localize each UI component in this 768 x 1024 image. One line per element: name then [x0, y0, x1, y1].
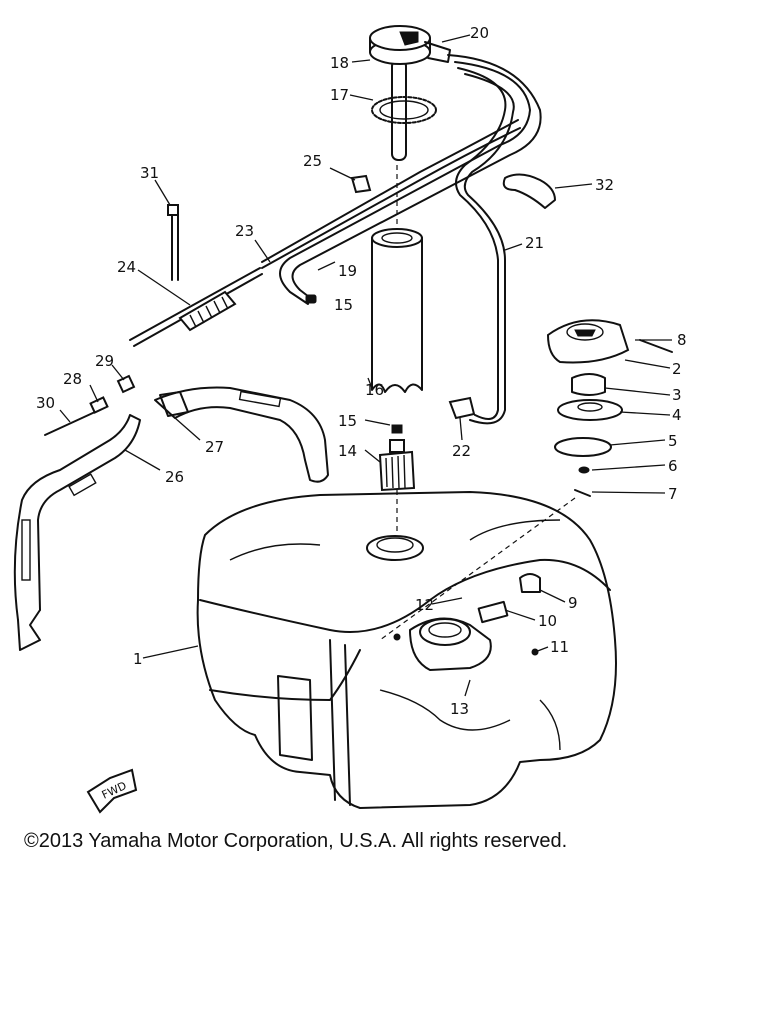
- callout-31: 31: [140, 164, 159, 182]
- callout-6: 6: [668, 457, 678, 475]
- fuel-filter: [378, 424, 416, 492]
- fuel-tank: [196, 491, 617, 809]
- collar-29: [116, 374, 136, 394]
- hose-clamp-upper: [305, 294, 317, 304]
- callout-28: 28: [63, 370, 82, 388]
- fuel-tank-exploded-diagram: FWD: [13, 24, 687, 814]
- alignment-lines: [379, 165, 576, 641]
- callout-1: 1: [133, 650, 143, 668]
- callout-24: 24: [117, 258, 136, 276]
- leader-lines: [59, 34, 672, 697]
- callout-3: 3: [672, 386, 682, 404]
- callout-22: 22: [452, 442, 471, 460]
- callout-5: 5: [668, 432, 678, 450]
- callout-21: 21: [525, 234, 544, 252]
- callout-16: 16: [365, 381, 384, 399]
- callout-26: 26: [165, 468, 184, 486]
- clip: [350, 174, 372, 194]
- callout-9: 9: [568, 594, 578, 612]
- callout-13: 13: [450, 700, 469, 718]
- callout-11: 11: [550, 638, 569, 656]
- bolt: [44, 411, 96, 436]
- callout-30: 30: [36, 394, 55, 412]
- filter-tube: [371, 228, 423, 393]
- callout-32: 32: [595, 176, 614, 194]
- rod: [167, 204, 179, 281]
- callout-10: 10: [538, 612, 557, 630]
- copyright-notice: ©2013 Yamaha Motor Corporation, U.S.A. A…: [24, 830, 568, 852]
- callout-numbers: 1 2 3 4 5 6 7 8 9 10 11 12 13 14 15 15 1…: [36, 24, 687, 718]
- fuel-hoses: [261, 54, 542, 425]
- hose-clamp-32: [502, 173, 556, 209]
- callout-17: 17: [330, 86, 349, 104]
- fuel-cap-assembly: [546, 319, 673, 497]
- callout-15-lower: 15: [338, 412, 357, 430]
- bracket-28: [89, 396, 109, 414]
- o-ring: [371, 96, 437, 124]
- callout-2: 2: [672, 360, 682, 378]
- callout-15-upper: 15: [334, 296, 353, 314]
- callout-29: 29: [95, 352, 114, 370]
- callout-25: 25: [303, 152, 322, 170]
- forward-arrow-icon: FWD: [86, 768, 138, 814]
- fuel-gauge-sender: [369, 25, 451, 161]
- callout-12: 12: [415, 596, 434, 614]
- tank-strap-right: [154, 386, 329, 483]
- callout-20: 20: [470, 24, 489, 42]
- callout-27: 27: [205, 438, 224, 456]
- o-ring-inner: [379, 100, 429, 120]
- callout-23: 23: [235, 222, 254, 240]
- callout-4: 4: [672, 406, 682, 424]
- callout-8: 8: [677, 331, 687, 349]
- hose-fitting: [448, 396, 476, 420]
- callout-14: 14: [338, 442, 357, 460]
- callout-7: 7: [668, 485, 678, 503]
- callout-19: 19: [338, 262, 357, 280]
- callout-18: 18: [330, 54, 349, 72]
- tank-strap-left: [13, 414, 141, 651]
- choke-cable: [129, 267, 263, 347]
